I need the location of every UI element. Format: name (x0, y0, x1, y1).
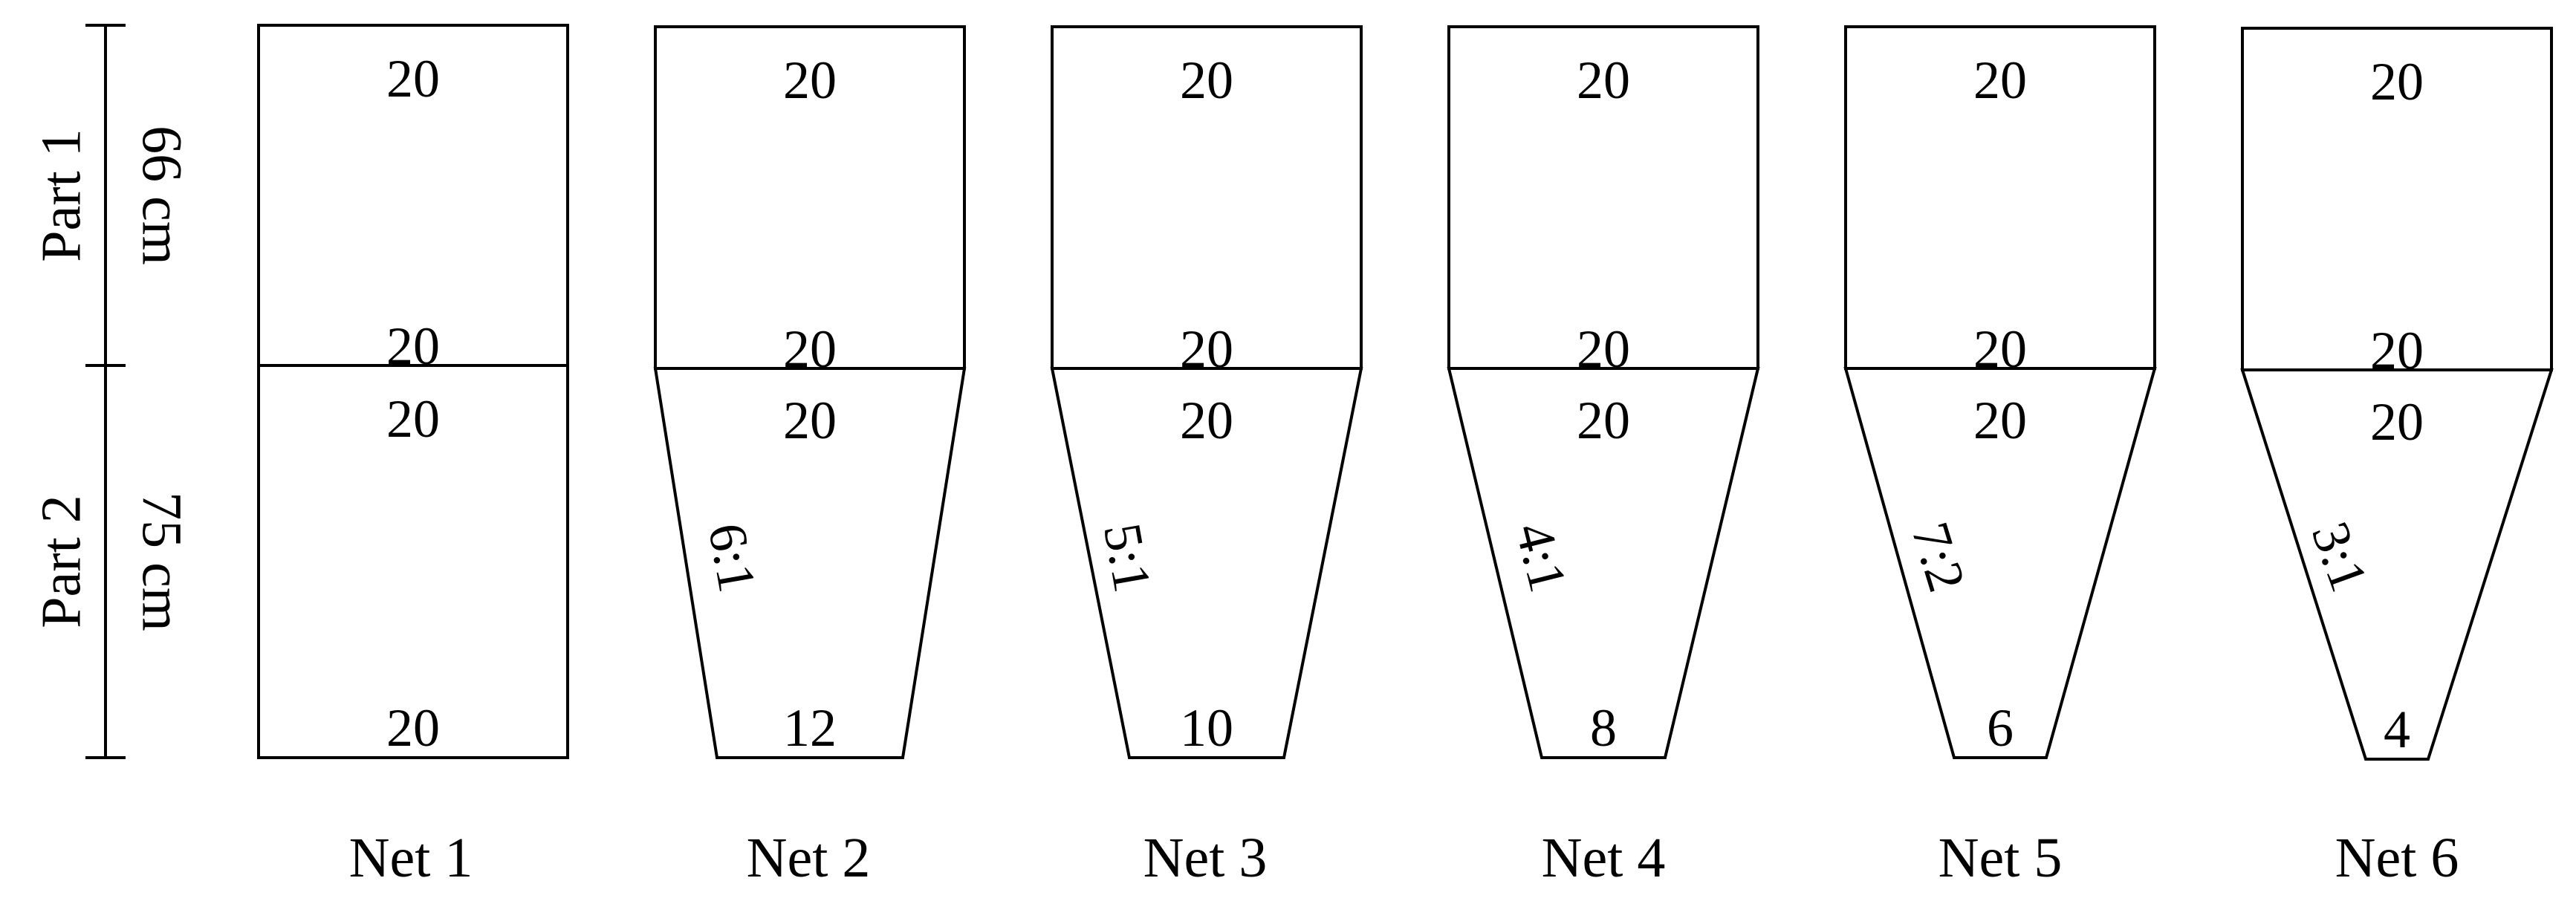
part2-top-width: 20 (1577, 391, 1630, 450)
net-label: Net 2 (747, 827, 871, 889)
part2-bottom-width: 4 (2384, 700, 2410, 759)
net-2: 20 20 20 12 6:1 Net 2 (653, 25, 967, 889)
net-part1-shape (257, 24, 569, 367)
part1-length: 66 cm (131, 126, 193, 265)
part1-bottom-width: 20 (783, 319, 837, 379)
net-label: Net 4 (1542, 827, 1666, 889)
net-part2-shape (1050, 367, 1363, 759)
part2-label: Part 2 (30, 495, 92, 628)
part1-top-width: 20 (1577, 51, 1630, 110)
part2-length: 75 cm (131, 492, 193, 631)
part2-bottom-width: 10 (1180, 698, 1233, 758)
part2-bottom-width: 20 (386, 698, 440, 758)
part2-bottom-width: 8 (1590, 698, 1617, 758)
net-label: Net 5 (1939, 827, 2063, 889)
part1-bottom-width: 20 (386, 316, 440, 376)
part1-bottom-width: 20 (2370, 321, 2424, 380)
part2-top-width: 20 (783, 391, 837, 450)
net-1: 20 20 20 20 Net 1 (257, 24, 569, 889)
net-part1-shape (1051, 25, 1363, 370)
net-part2-shape (653, 367, 967, 759)
net-part2-shape (1843, 367, 2157, 759)
net-3: 20 20 20 10 5:1 Net 3 (1050, 25, 1363, 889)
net-label: Net 1 (349, 827, 473, 889)
net-label: Net 3 (1143, 827, 1268, 889)
part2-top-width: 20 (1180, 391, 1233, 450)
part2-top-width: 20 (1973, 391, 2027, 450)
net-part2-shape (2240, 368, 2554, 761)
part1-bottom-width: 20 (1973, 319, 2027, 379)
net-label: Net 6 (2335, 827, 2459, 889)
part1-top-width: 20 (783, 51, 837, 110)
part1-label: Part 1 (30, 129, 92, 261)
part2-bottom-width: 12 (783, 698, 837, 758)
net-4: 20 20 20 8 4:1 Net 4 (1447, 25, 1760, 889)
part2-bottom-width: 6 (1987, 698, 2014, 758)
net-part1-shape (654, 25, 966, 370)
taper-ratio: 6:1 (697, 518, 768, 596)
part1-top-width: 20 (1180, 51, 1233, 110)
part1-top-width: 20 (1973, 51, 2027, 110)
part1-top-width: 20 (386, 49, 440, 108)
net-6: 20 20 20 4 3:1 Net 6 (2240, 27, 2554, 889)
part1-bottom-width: 20 (1180, 319, 1233, 379)
net-part1-shape (2241, 27, 2553, 371)
part2-top-width: 20 (386, 389, 440, 449)
taper-ratio: 5:1 (1092, 518, 1163, 596)
net-part1-shape (1844, 25, 2156, 370)
net-part2-shape (1447, 367, 1760, 759)
part1-bottom-width: 20 (1577, 319, 1630, 379)
part1-top-width: 20 (2370, 52, 2424, 111)
part2-top-width: 20 (2370, 392, 2424, 452)
dimension-bar: Part 1 66 cm Part 2 75 cm (30, 24, 193, 759)
net-5: 20 20 20 6 7:2 Net 5 (1843, 25, 2157, 889)
